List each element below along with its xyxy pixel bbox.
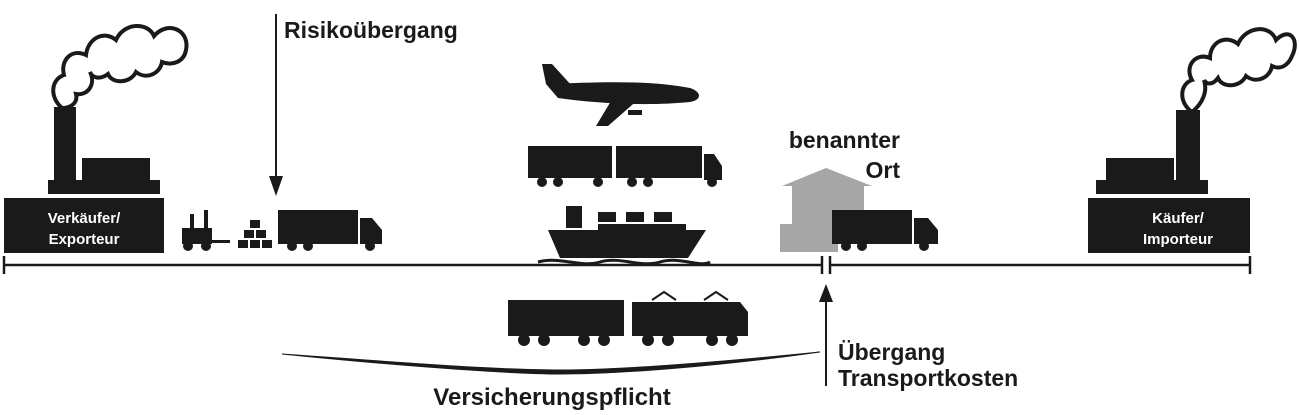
timeline: [2, 256, 1252, 274]
buyer-label-line1: Käufer/: [1152, 210, 1205, 227]
boxes-icon: [238, 220, 272, 248]
risk-transfer-label: Risikoübergang: [284, 17, 458, 43]
insurance-brace: [281, 351, 821, 375]
named-place-line2: Ort: [866, 157, 901, 183]
smoke-cloud-icon: [51, 24, 189, 111]
seller-label-line1: Verkäufer/: [48, 210, 121, 227]
truck-icon: [278, 210, 382, 251]
seller-factory: Verkäufer/ Exporteur: [4, 24, 189, 253]
truck-icon: [832, 210, 938, 251]
warehouse-icon: [780, 168, 872, 252]
named-place-line1: benannter: [789, 127, 900, 153]
cost-transfer-line1: Übergang: [838, 339, 945, 365]
truck-icon: [528, 146, 722, 187]
airplane-icon: [542, 64, 699, 126]
buyer-factory: Käufer/ Importeur: [1088, 27, 1297, 253]
seller-label-line2: Exporteur: [49, 231, 120, 248]
water-waves: [537, 258, 711, 266]
truck-icon: [508, 300, 624, 346]
factory-icon: [4, 107, 164, 253]
forklift-icon: [182, 210, 230, 251]
cost-transfer-arrow: [819, 284, 833, 386]
buyer-label-line2: Importeur: [1143, 231, 1213, 248]
container-ship-icon: [548, 206, 706, 258]
smoke-cloud-icon: [1180, 27, 1297, 115]
factory-icon: [1088, 110, 1250, 253]
insurance-obligation-label: Versicherungspflicht: [433, 384, 670, 411]
cost-transfer-line2: Transportkosten: [838, 365, 1018, 391]
locomotive-icon: [632, 290, 748, 346]
risk-transfer-arrow: [269, 14, 283, 196]
